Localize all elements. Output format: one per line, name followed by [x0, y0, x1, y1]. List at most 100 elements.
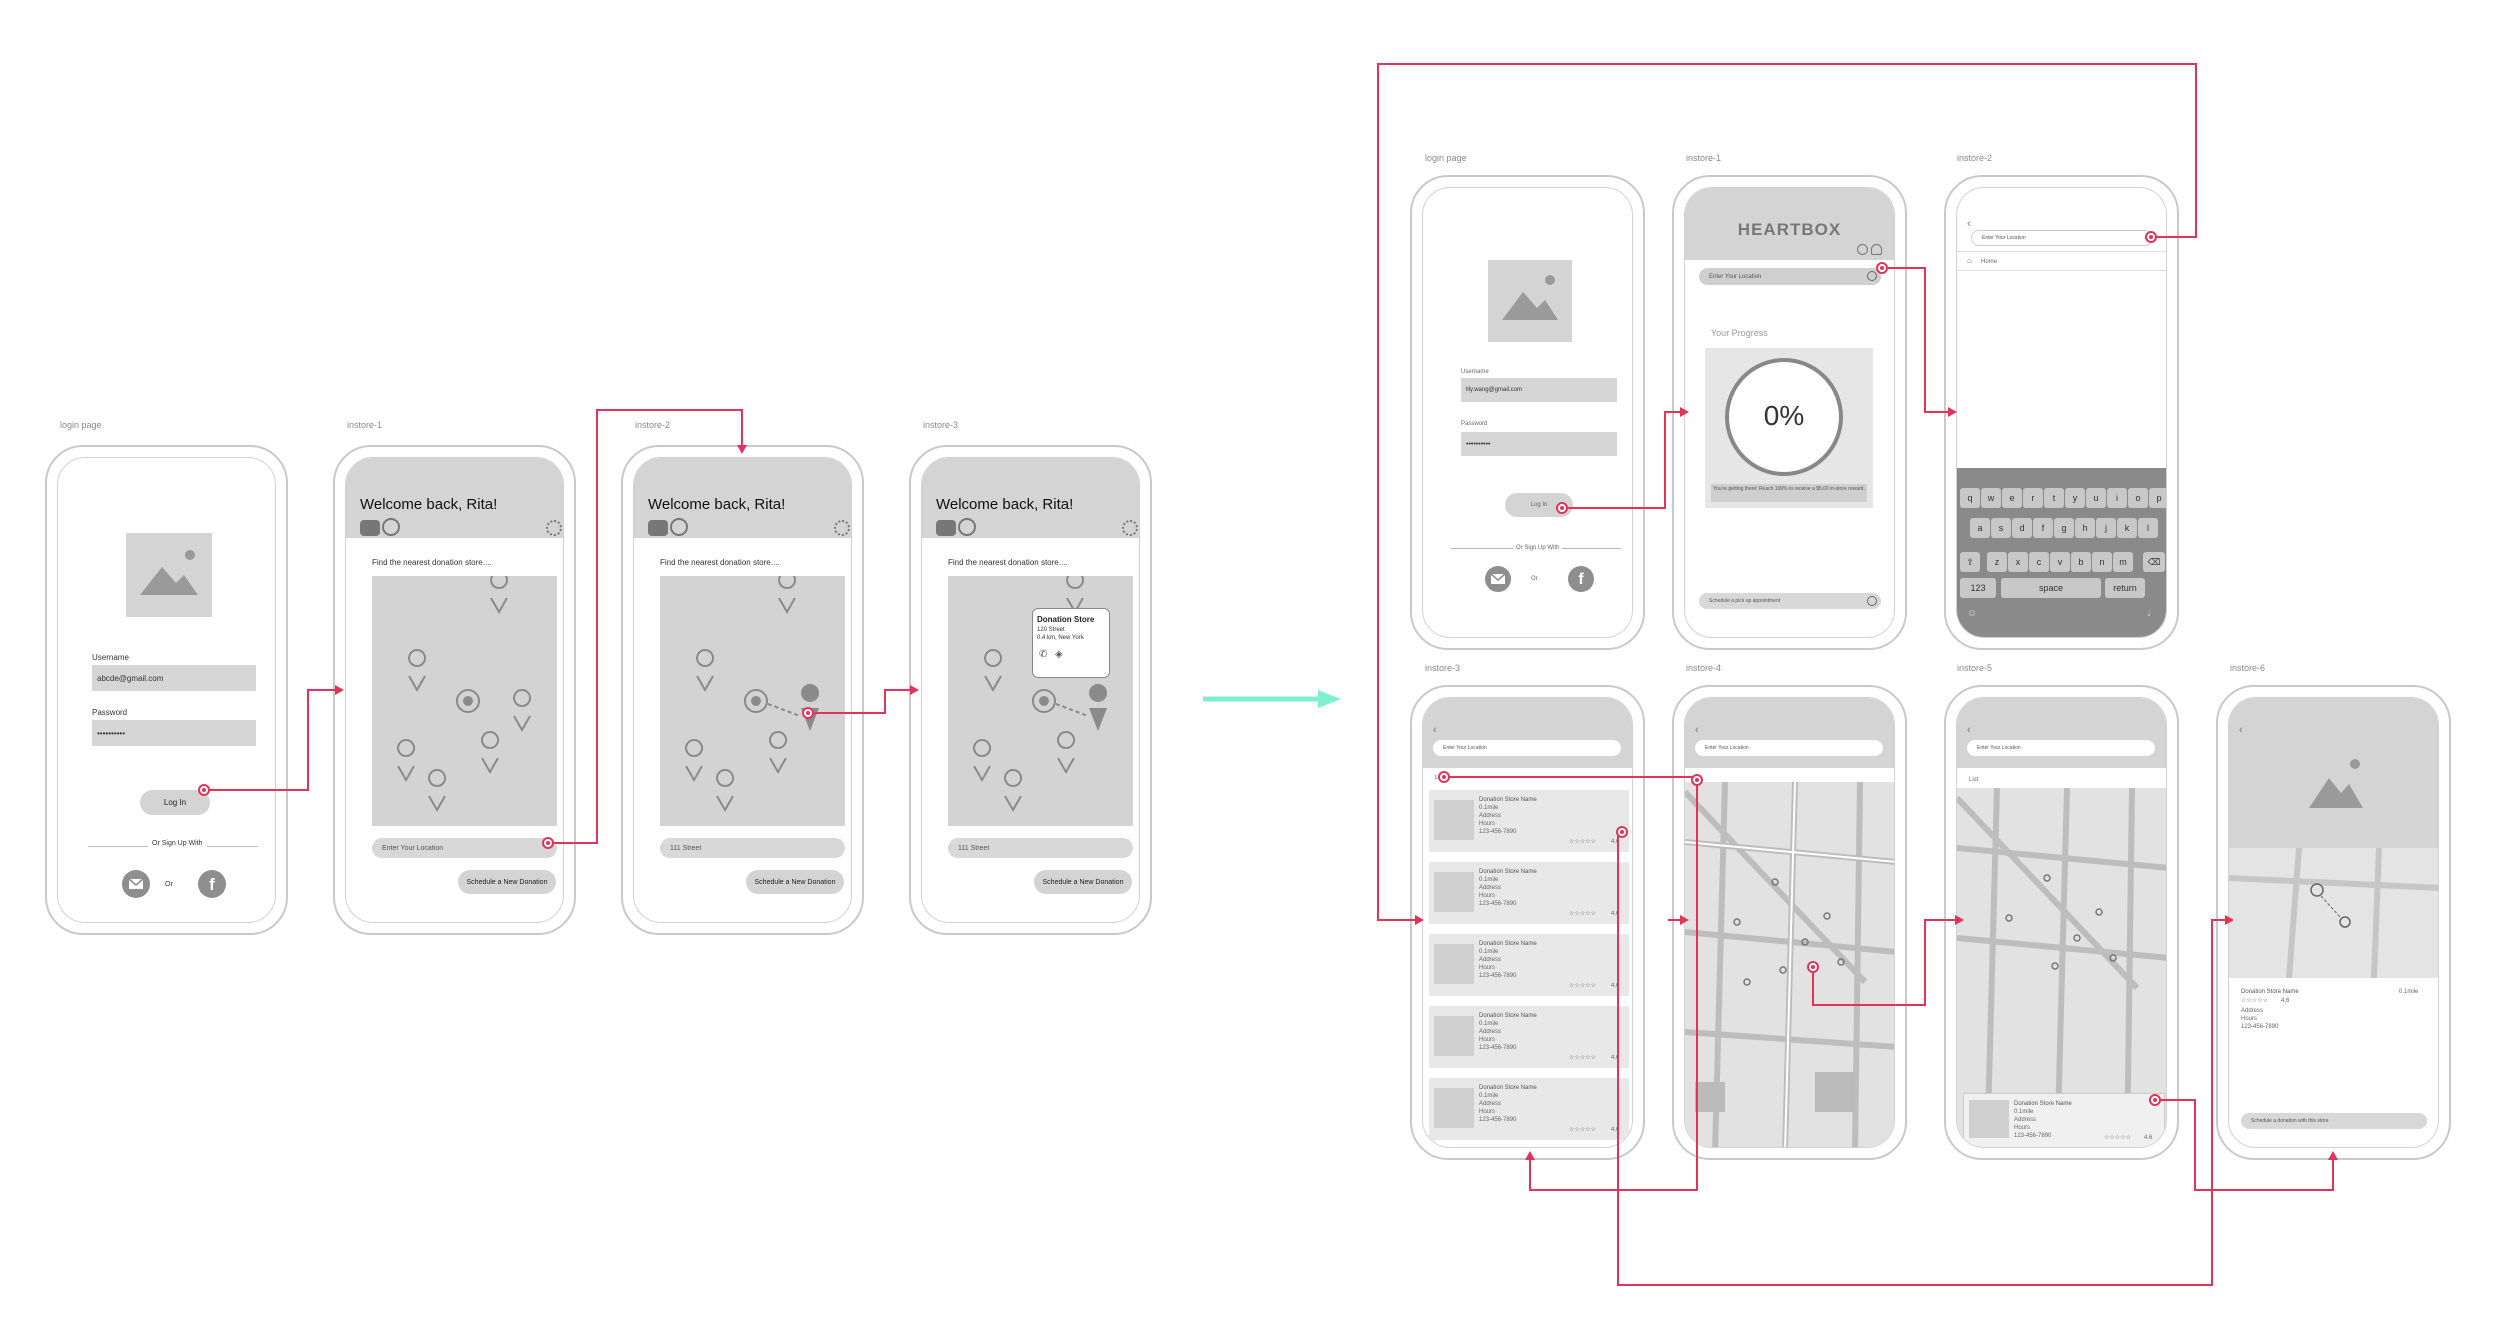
mail-icon[interactable] — [1485, 566, 1511, 592]
store-thumbnail — [1434, 800, 1474, 840]
key-n[interactable]: n — [2092, 552, 2112, 572]
user-icon[interactable] — [1871, 244, 1882, 255]
key-f[interactable]: f — [2033, 518, 2053, 538]
return-key[interactable]: return — [2105, 578, 2145, 598]
key-c[interactable]: c — [2029, 552, 2049, 572]
route-map[interactable] — [2229, 847, 2438, 979]
key-t[interactable]: t — [2044, 488, 2064, 508]
key-a[interactable]: a — [1970, 518, 1990, 538]
donation-box-icon[interactable] — [360, 520, 380, 536]
key-j[interactable]: j — [2096, 518, 2116, 538]
gear-icon[interactable] — [546, 520, 562, 536]
key-l[interactable]: l — [2138, 518, 2158, 538]
key-z[interactable]: z — [1987, 552, 2007, 572]
key-h[interactable]: h — [2075, 518, 2095, 538]
key-i[interactable]: i — [2107, 488, 2127, 508]
key-o[interactable]: o — [2128, 488, 2148, 508]
store-name: Donation Store Name — [1479, 797, 1537, 803]
key-m[interactable]: m — [2113, 552, 2133, 572]
phone-map-4: ‹ Enter Your Location — [1672, 685, 1907, 1160]
search-input[interactable]: 111 Street — [948, 838, 1133, 858]
clock-icon[interactable] — [1857, 244, 1868, 255]
key-x[interactable]: x — [2008, 552, 2028, 572]
password-field[interactable]: •••••••••• — [92, 720, 256, 746]
store-popup[interactable]: Donation Store 120 Street 0.4 km, New Yo… — [1032, 608, 1110, 678]
list-tab[interactable]: List — [1969, 777, 1979, 783]
store-hours: Hours — [1479, 821, 1496, 827]
facebook-icon[interactable]: f — [1568, 566, 1594, 592]
username-field[interactable]: lily.wang@gmail.com — [1461, 378, 1617, 402]
map[interactable] — [660, 571, 845, 826]
back-icon[interactable]: ‹ — [1695, 724, 1699, 736]
map[interactable] — [372, 571, 557, 826]
num-key[interactable]: 123 — [1960, 578, 1996, 598]
key-u[interactable]: u — [2086, 488, 2106, 508]
store-phone: 123-456-7890 — [2241, 1024, 2279, 1030]
progress-note: You're getting there! Reach 100% to rece… — [1711, 484, 1867, 502]
key-q[interactable]: q — [1960, 488, 1980, 508]
search-input[interactable]: Enter Your Location — [1967, 740, 2155, 756]
map[interactable] — [948, 571, 1133, 826]
space-key[interactable]: space — [2001, 578, 2101, 598]
gear-icon[interactable] — [1122, 520, 1138, 536]
store-thumbnail — [1434, 872, 1474, 912]
back-icon[interactable]: ‹ — [1967, 218, 1971, 230]
key-e[interactable]: e — [2002, 488, 2022, 508]
key-r[interactable]: r — [2023, 488, 2043, 508]
key-v[interactable]: v — [2050, 552, 2070, 572]
search-input[interactable]: Enter Your Location — [372, 838, 557, 858]
street-map[interactable] — [1685, 781, 1894, 1147]
key-g[interactable]: g — [2054, 518, 2074, 538]
history-icon[interactable] — [382, 518, 400, 536]
search-input[interactable]: Enter Your Location — [1695, 740, 1883, 756]
facebook-icon[interactable]: f — [198, 870, 226, 898]
login-button[interactable]: Log In — [1505, 493, 1573, 517]
mail-icon[interactable] — [122, 870, 150, 898]
key-b[interactable]: b — [2071, 552, 2091, 572]
delete-key[interactable]: ⌫ — [2143, 552, 2165, 572]
mic-icon[interactable]: ♩ — [2147, 608, 2157, 619]
donation-box-icon[interactable] — [648, 520, 668, 536]
schedule-pickup-button[interactable]: Schedule a pick up appointment — [1699, 593, 1881, 609]
key-p[interactable]: p — [2149, 488, 2166, 508]
welcome-title: Welcome back, Rita! — [648, 496, 786, 513]
history-icon[interactable] — [670, 518, 688, 536]
back-icon[interactable]: ‹ — [2239, 724, 2243, 736]
key-y[interactable]: y — [2065, 488, 2085, 508]
home-suggestion[interactable]: Home — [1981, 259, 1998, 265]
login-button[interactable]: Log In — [140, 790, 210, 815]
search-input[interactable]: Enter Your Location — [1433, 740, 1621, 756]
phone-icon[interactable]: ✆ — [1039, 649, 1048, 660]
schedule-with-store-button[interactable]: Schedule a donation with this store — [2241, 1113, 2427, 1129]
back-icon[interactable]: ‹ — [1967, 724, 1971, 736]
schedule-donation-button[interactable]: Schedule a New Donation — [458, 870, 556, 894]
shift-key[interactable]: ⇧ — [1960, 552, 1980, 572]
location-input[interactable]: Enter Your Location — [1971, 230, 2153, 246]
key-d[interactable]: d — [2012, 518, 2032, 538]
schedule-donation-button[interactable]: Schedule a New Donation — [1034, 870, 1132, 894]
key-k[interactable]: k — [2117, 518, 2137, 538]
history-icon[interactable] — [958, 518, 976, 536]
search-icon[interactable] — [1867, 271, 1877, 281]
key-w[interactable]: w — [1981, 488, 2001, 508]
search-input[interactable]: 111 Street — [660, 838, 845, 858]
username-label: Username — [92, 653, 129, 662]
search-input[interactable]: Enter Your Location — [1699, 268, 1881, 285]
add-icon[interactable] — [1867, 596, 1877, 606]
key-s[interactable]: s — [1991, 518, 2011, 538]
schedule-donation-button[interactable]: Schedule a New Donation — [746, 870, 844, 894]
directions-icon[interactable]: ◈ — [1055, 649, 1063, 660]
store-card[interactable]: Donation Store Name 0.1mile Address Hour… — [1963, 1093, 2165, 1147]
list-tab[interactable]: List — [1435, 775, 1445, 781]
back-icon[interactable]: ‹ — [1433, 724, 1437, 736]
username-field[interactable]: abcde@gmail.com — [92, 665, 256, 691]
password-field[interactable]: •••••••••• — [1461, 432, 1617, 456]
emoji-icon[interactable]: ☺ — [1967, 608, 1978, 619]
donation-box-icon[interactable] — [936, 520, 956, 536]
gear-icon[interactable] — [834, 520, 850, 536]
